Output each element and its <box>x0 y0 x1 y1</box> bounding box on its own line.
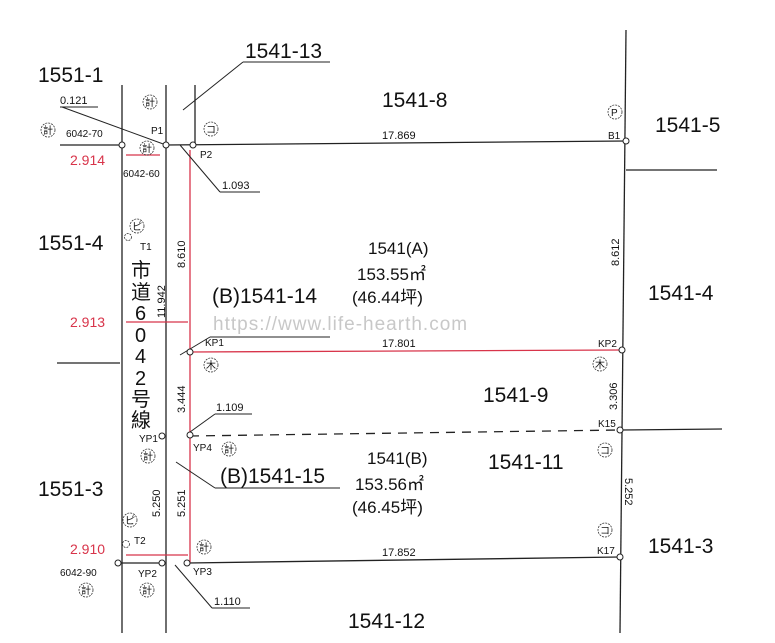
dim-11942: 11.942 <box>156 285 168 318</box>
svg-text:計: 計 <box>145 96 155 109</box>
lot-1551-4: 1551-4 <box>38 232 104 255</box>
boundary-lines <box>57 29 723 634</box>
svg-text:6042-70: 6042-70 <box>66 129 103 140</box>
road-width-2914: 2.914 <box>70 152 105 168</box>
svg-text:0: 0 <box>135 325 146 347</box>
lot-b-1541-14: (B)1541-14 <box>212 285 317 308</box>
lot-1541-11: 1541-11 <box>488 451 564 474</box>
svg-text:木: 木 <box>206 360 216 372</box>
svg-text:KP1: KP1 <box>205 338 224 349</box>
south-boundary <box>187 556 621 564</box>
parcel-b-area: 153.56㎡ <box>355 475 424 494</box>
parcel-a-area: 153.55㎡ <box>357 265 426 284</box>
svg-text:計: 計 <box>143 450 153 463</box>
svg-text:計: 計 <box>81 584 91 597</box>
lot-b-1541-15: (B)1541-15 <box>220 465 325 488</box>
dim-8610: 8.610 <box>176 240 188 268</box>
svg-text:YP4: YP4 <box>193 443 212 454</box>
point-labels: P1 P2 B1 T1 T2 KP1 KP2 K15 K17 YP1 YP2 Y… <box>60 126 621 580</box>
dim-1109: 1.109 <box>216 402 244 414</box>
road-name: 市 道 6 0 4 2 号 線 <box>131 259 151 432</box>
road-width-2910: 2.910 <box>70 541 105 557</box>
dim-1093: 1.093 <box>222 180 250 192</box>
north-boundary <box>165 140 627 146</box>
svg-text:コ: コ <box>600 526 610 537</box>
parcel-b-tsubo: (46.45坪) <box>352 498 423 517</box>
boundary-1541-3 <box>619 428 723 431</box>
svg-text:B1: B1 <box>608 131 621 142</box>
lot-1541-9: 1541-9 <box>483 384 548 407</box>
svg-text:計: 計 <box>142 142 152 155</box>
svg-text:市: 市 <box>131 259 151 282</box>
svg-text:計: 計 <box>43 124 53 137</box>
svg-text:号: 号 <box>131 389 151 411</box>
svg-text:コ: コ <box>206 125 216 136</box>
svg-text:木: 木 <box>595 359 605 371</box>
boundary-marker-icons: 計 計 計 コ P ピ 木 木 計 計 コ ピ 計 コ 計 計 <box>40 94 623 598</box>
parcel-divider-dashed <box>189 429 621 437</box>
lot-1551-3: 1551-3 <box>38 478 103 501</box>
dim-1110: 1.110 <box>214 596 241 608</box>
svg-text:道: 道 <box>131 281 151 304</box>
dim-5252: 5.252 <box>622 478 634 506</box>
svg-text:線: 線 <box>131 409 151 432</box>
east-boundary <box>619 29 627 634</box>
svg-text:計: 計 <box>224 443 234 456</box>
survey-points <box>114 137 630 567</box>
dim-0121: 0.121 <box>60 95 88 107</box>
lot-1541-13: 1541-13 <box>245 40 322 63</box>
lot-1541-4: 1541-4 <box>648 282 714 305</box>
svg-text:6: 6 <box>135 303 146 325</box>
dim-5250: 5.250 <box>151 489 163 517</box>
svg-text:T1: T1 <box>140 242 152 253</box>
svg-text:YP3: YP3 <box>193 567 212 578</box>
svg-text:4: 4 <box>135 346 146 368</box>
road-width-2913: 2.913 <box>70 314 105 330</box>
svg-text:P1: P1 <box>151 126 164 137</box>
svg-text:コ: コ <box>600 446 610 457</box>
dim-8612: 8.612 <box>610 238 622 266</box>
parcel-a-name: 1541(A) <box>368 239 428 258</box>
parcel-b-name: 1541(B) <box>367 449 427 468</box>
lot-1541-8: 1541-8 <box>382 89 447 112</box>
dim-17801: 17.801 <box>382 338 416 350</box>
svg-text:KP2: KP2 <box>598 339 617 350</box>
svg-text:6042-90: 6042-90 <box>60 568 97 579</box>
dim-17869: 17.869 <box>382 130 416 142</box>
dim-3444: 3.444 <box>176 385 188 413</box>
svg-text:計: 計 <box>142 584 152 597</box>
lot-1551-1: 1551-1 <box>38 64 103 87</box>
svg-text:ピ: ピ <box>125 515 135 527</box>
dim-3306: 3.306 <box>608 382 620 410</box>
parcel-a-b-boundary <box>189 349 623 353</box>
watermark: https://www.life-hearth.com <box>213 314 468 335</box>
svg-text:ピ: ピ <box>132 221 142 233</box>
dim-5251: 5.251 <box>176 489 188 517</box>
svg-text:6042-60: 6042-60 <box>123 169 160 180</box>
svg-text:YP2: YP2 <box>138 569 157 580</box>
svg-text:YP1: YP1 <box>139 434 158 445</box>
svg-text:P: P <box>611 108 618 119</box>
svg-text:K15: K15 <box>598 419 616 430</box>
red-lines <box>126 150 623 563</box>
svg-text:T2: T2 <box>134 536 146 547</box>
svg-text:K17: K17 <box>597 546 615 557</box>
dim-17852: 17.852 <box>382 547 416 559</box>
svg-text:計: 計 <box>199 541 209 554</box>
svg-text:P2: P2 <box>200 150 213 161</box>
svg-text:2: 2 <box>135 368 146 390</box>
lot-1541-12: 1541-12 <box>348 610 425 633</box>
lot-1541-3: 1541-3 <box>648 535 713 558</box>
parcel-a-tsubo: (46.44坪) <box>352 288 423 307</box>
lot-1541-5: 1541-5 <box>655 114 720 137</box>
leader-lines <box>60 61 340 609</box>
